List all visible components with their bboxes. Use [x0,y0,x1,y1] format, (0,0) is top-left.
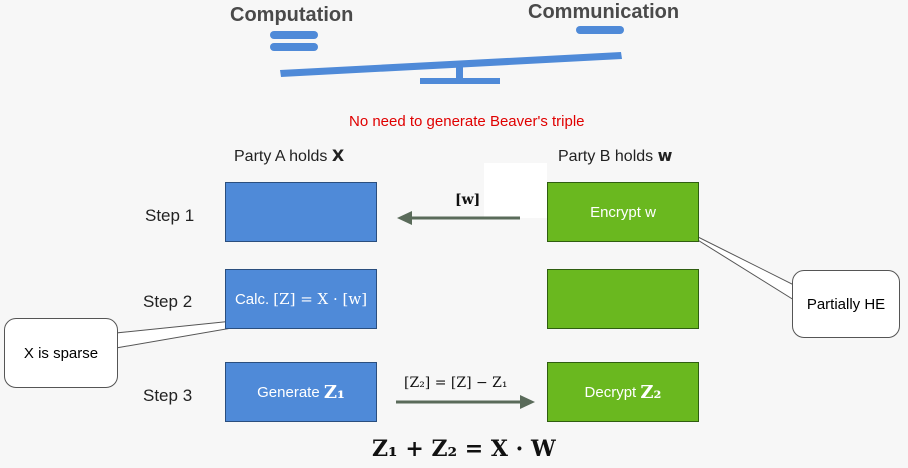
step3-party-a-box: Generate Z₁ [225,362,377,422]
encrypt-w-text: Encrypt w [590,203,656,221]
party-a-var: X [331,146,345,165]
step1-party-a-box [225,182,377,242]
step1-arrow-head [397,211,412,225]
step3-party-b-box: Decrypt Z₂ [547,362,699,422]
communication-weight [576,26,624,34]
decrypt-z2: Z₂ [640,381,662,403]
calc-formula: [Z] = X · [w] [273,290,368,308]
x-sparse-text: X is sparse [23,344,99,362]
computation-weight-top [270,31,318,39]
step3-arrow-label: [Z₂] = [Z] − Z₁ [404,375,508,391]
generate-prefix: Generate [257,383,320,401]
communication-label: Communication [528,1,680,23]
step2-party-b-box [547,269,699,329]
step-1-label: Step 1 [145,206,195,225]
partially-he-text: Partially HE [806,295,886,313]
party-b-var: w [657,146,673,165]
white-patch [484,163,547,218]
computation-weight-bottom [270,43,318,51]
beaver-note: No need to generate Beaver's triple [349,113,585,130]
step1-arrow-label: [w] [455,192,481,208]
result-equation: Z₁ + Z₂ = X · W [372,436,556,462]
party-a-prefix: Party A holds [234,148,332,165]
party-b-header: Party B holds w [558,146,672,166]
decrypt-prefix: Decrypt [584,383,637,401]
party-b-prefix: Party B holds [558,148,658,165]
step3-arrow-head [520,395,535,409]
computation-label: Computation [230,4,354,26]
partially-he-callout: Partially HE [792,270,900,338]
step1-party-b-box: Encrypt w [547,182,699,242]
seesaw-stem [456,62,463,80]
step2-party-a-box: Calc. [Z] = X · [w] [225,269,377,329]
party-a-header: Party A holds X [234,146,344,166]
generate-z1: Z₁ [323,381,345,403]
step-2-label: Step 2 [143,292,193,311]
seesaw-base [420,78,500,84]
x-sparse-callout: X is sparse [4,318,118,388]
step-3-label: Step 3 [143,386,193,405]
seesaw-beam [280,52,622,77]
calc-prefix: Calc. [234,290,270,308]
